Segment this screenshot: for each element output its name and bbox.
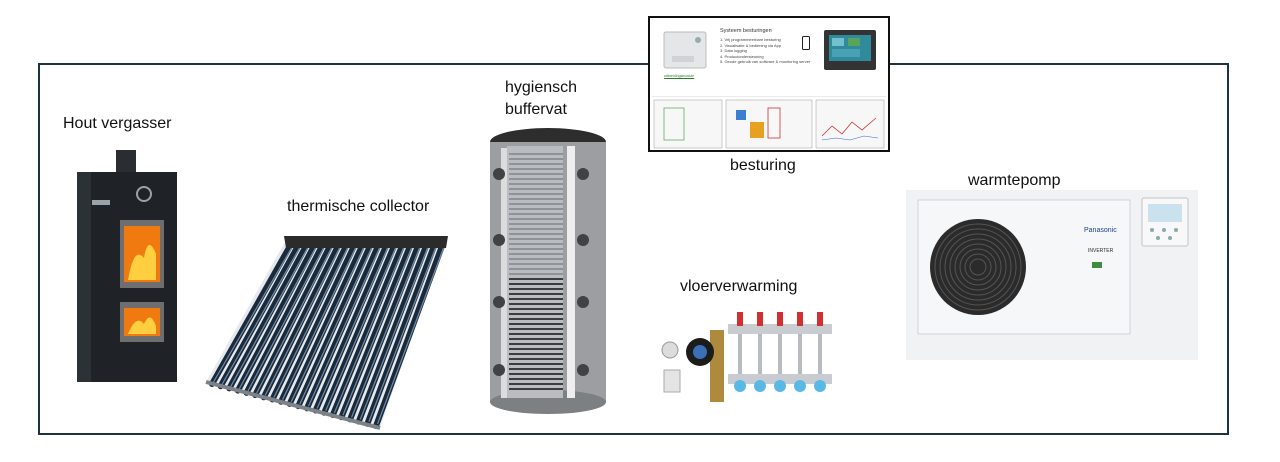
fan-grille-ring <box>944 233 1012 301</box>
heat-pump-image: Panasonic INVERTER <box>906 190 1198 360</box>
manifold-stem <box>758 334 762 374</box>
manifold-stem <box>798 334 802 374</box>
flowmeter <box>774 380 786 392</box>
manifold-stem <box>778 334 782 374</box>
control-system-panel: Systeem besturingen 1. Vrij programmeerb… <box>648 16 890 152</box>
control-panel-item: 4. Productondersteuning <box>720 53 764 59</box>
collector-tube <box>278 243 357 405</box>
collector-tube <box>347 243 421 423</box>
manifold-valve-cap <box>757 312 763 326</box>
collector-tube <box>260 243 341 401</box>
flowmeter <box>734 380 746 392</box>
flowmeter <box>754 380 766 392</box>
collector-tube-highlight <box>307 247 381 407</box>
collector-tube <box>252 243 333 399</box>
system-overview-frame <box>38 63 1229 435</box>
collector-tube-highlight <box>264 247 341 396</box>
collector-tube <box>295 243 373 410</box>
collector-tube <box>321 243 397 416</box>
control-panel-item: 1. Vrij programmeerbare besturing <box>720 37 781 42</box>
wood-gasifier-label: Hout vergasser <box>63 115 172 132</box>
collector-tube-highlight <box>359 247 429 420</box>
manifold-valve-cap <box>777 312 783 326</box>
expansion-module-caption: uitbreidingsmodule <box>664 74 695 78</box>
collector-tube-highlight <box>221 247 301 385</box>
collector-tube <box>243 243 325 396</box>
collector-tube-highlight <box>212 247 293 383</box>
touch-display-icon <box>824 30 876 70</box>
manifold-valve-cap <box>737 312 743 326</box>
control-panel-item: 5. Geode gebruik van software & monitori… <box>720 59 811 65</box>
collector-tube <box>312 243 389 414</box>
collector-tube-highlight <box>247 247 325 392</box>
control-panel-item: 2. Visualisatie & bediening via App <box>720 42 782 48</box>
fan-grille-ring <box>934 223 1022 311</box>
control-schematics-strip <box>652 96 886 149</box>
control-label: besturing <box>730 157 796 174</box>
collector-tube-highlight <box>290 247 365 403</box>
collector-tube <box>338 243 413 421</box>
control-panel-list: 1. Vrij programmeerbare besturing 2. Vis… <box>720 37 810 65</box>
collector-tube-highlight <box>333 247 405 414</box>
collector-tube-highlight <box>282 247 357 400</box>
manifold-stem <box>818 334 822 374</box>
fan-grille-ring <box>939 228 1017 306</box>
collector-tube <box>234 243 317 394</box>
floor-heating-label: vloerverwarming <box>680 278 798 295</box>
collector-tube <box>226 243 309 392</box>
manifold-valve-cap <box>817 312 823 326</box>
collector-tube-highlight <box>368 247 437 423</box>
collector-tube <box>217 243 301 390</box>
collector-tube <box>303 243 381 412</box>
fan-grille-ring <box>964 253 992 281</box>
collector-tube <box>364 243 437 427</box>
collector-tube-highlight <box>316 247 389 409</box>
manifold-valve-cap <box>797 312 803 326</box>
brand-text: Panasonic <box>1084 227 1117 234</box>
collector-tube-highlight <box>299 247 373 405</box>
collector-tube-highlight <box>342 247 413 416</box>
collector-tube-highlight <box>273 247 349 398</box>
collector-tube-highlight <box>325 247 397 411</box>
collector-tube-highlight <box>376 247 445 425</box>
flowmeter <box>794 380 806 392</box>
controller-module-icon <box>663 31 707 69</box>
buffer-tank-label: hygiensch buffervat <box>505 79 578 118</box>
fan-grille-ring <box>969 258 987 276</box>
collector-tube <box>355 243 429 425</box>
collector-tube <box>269 243 349 403</box>
heat-pump-label: warmtepomp <box>968 172 1061 189</box>
model-text: INVERTER <box>1088 248 1114 254</box>
collector-tube <box>329 243 405 418</box>
floor-heating-manifold-image <box>661 312 832 402</box>
thermal-collector-label: thermische collector <box>287 198 430 215</box>
collector-tube-highlight <box>230 247 309 387</box>
control-panel-item: 3. Data logging <box>720 48 747 54</box>
manifold-stem <box>738 334 742 374</box>
thermal-collector-image <box>205 236 448 430</box>
collector-tube <box>373 243 445 429</box>
collector-tube <box>286 243 365 407</box>
flowmeter <box>814 380 826 392</box>
smartphone-icon <box>802 36 810 50</box>
collector-tube-highlight <box>256 247 333 394</box>
wood-gasifier-image <box>77 150 177 382</box>
fan-grille-ring <box>959 248 997 286</box>
collector-tube <box>209 243 293 387</box>
buffer-tank-image <box>490 128 606 414</box>
fan-grille-ring <box>949 238 1007 296</box>
collector-tube-highlight <box>238 247 317 389</box>
collector-tube-highlight <box>351 247 421 418</box>
fan-grille-ring <box>954 243 1002 291</box>
control-panel-title: Systeem besturingen <box>720 28 772 34</box>
